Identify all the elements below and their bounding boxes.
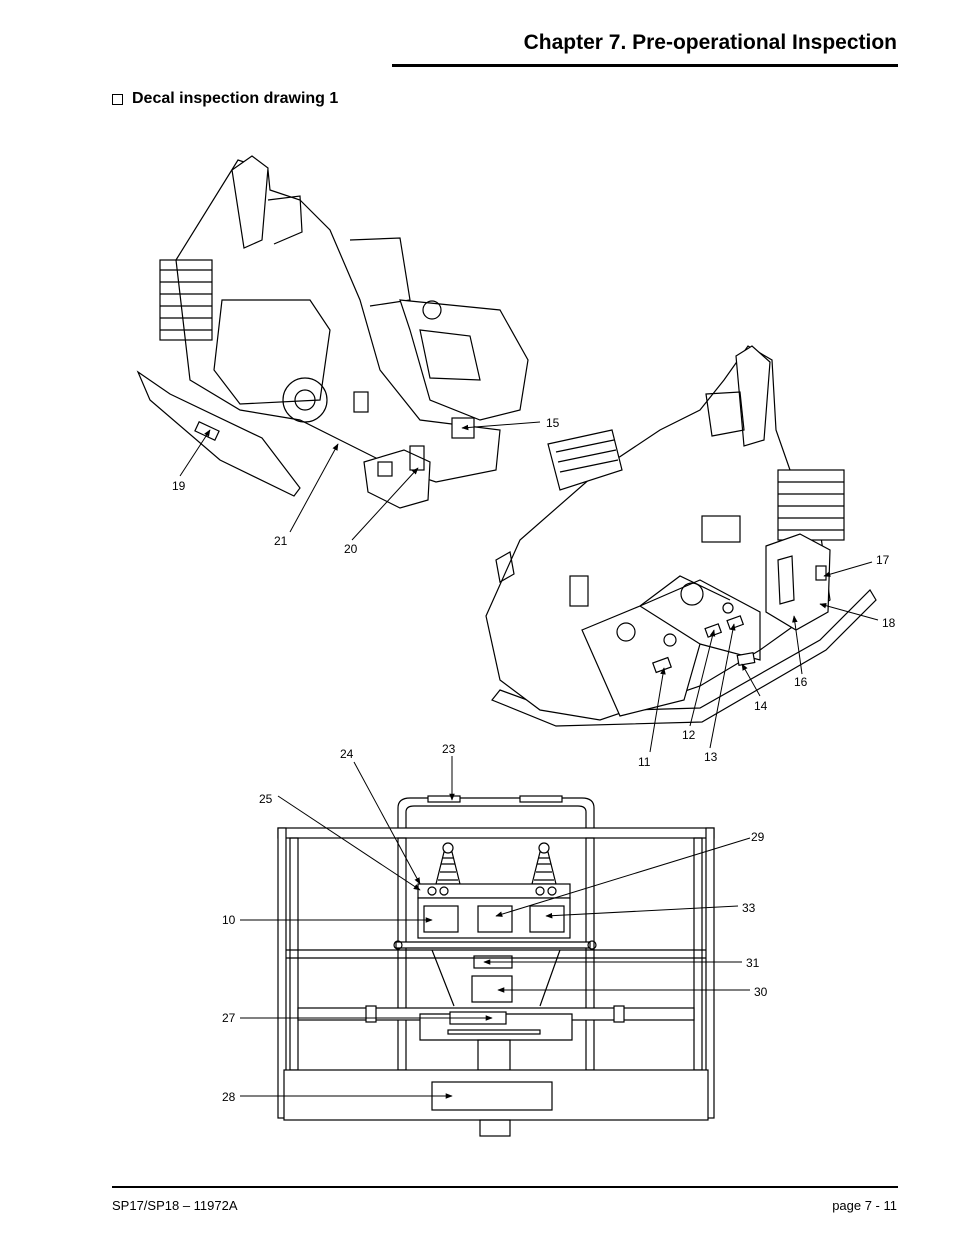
header-rule [392,64,898,67]
section-heading: Decal inspection drawing 1 [112,90,338,108]
callout-18: 18 [882,616,896,630]
footer-page-number: page 7 - 11 [832,1198,897,1213]
callout-27: 27 [222,1011,236,1025]
platform-view [277,795,715,1137]
callout-31: 31 [746,956,760,970]
callout-24: 24 [340,747,354,761]
callout-13: 13 [704,750,718,764]
callout-leaders [179,421,879,1099]
callout-16: 16 [794,675,808,689]
chapter-title: Chapter 7. Pre-operational Inspection [523,31,897,54]
callout-28: 28 [222,1090,236,1104]
callout-11: 11 [638,755,651,769]
section-heading-text: Decal inspection drawing 1 [132,90,339,107]
callout-10: 10 [222,913,236,927]
callout-20: 20 [344,542,358,556]
callout-15: 15 [546,416,560,430]
footer-rule [112,1186,898,1188]
callout-29: 29 [751,830,765,844]
callout-30: 30 [754,985,768,999]
callout-21: 21 [274,534,288,548]
footer-document-id: SP17/SP18 – 11972A [112,1198,238,1213]
callout-23: 23 [442,742,456,756]
callout-labels: 15 19 21 20 17 18 16 14 12 13 11 23 24 2… [172,416,896,1104]
machine-view-right [485,345,877,727]
machine-view-left [136,155,529,509]
callout-12: 12 [682,728,696,742]
callout-14: 14 [754,699,768,713]
callout-19: 19 [172,479,186,493]
callout-17: 17 [876,553,890,567]
callout-25: 25 [259,792,273,806]
checkbox-bullet-icon [112,93,123,105]
callout-33: 33 [742,901,756,915]
